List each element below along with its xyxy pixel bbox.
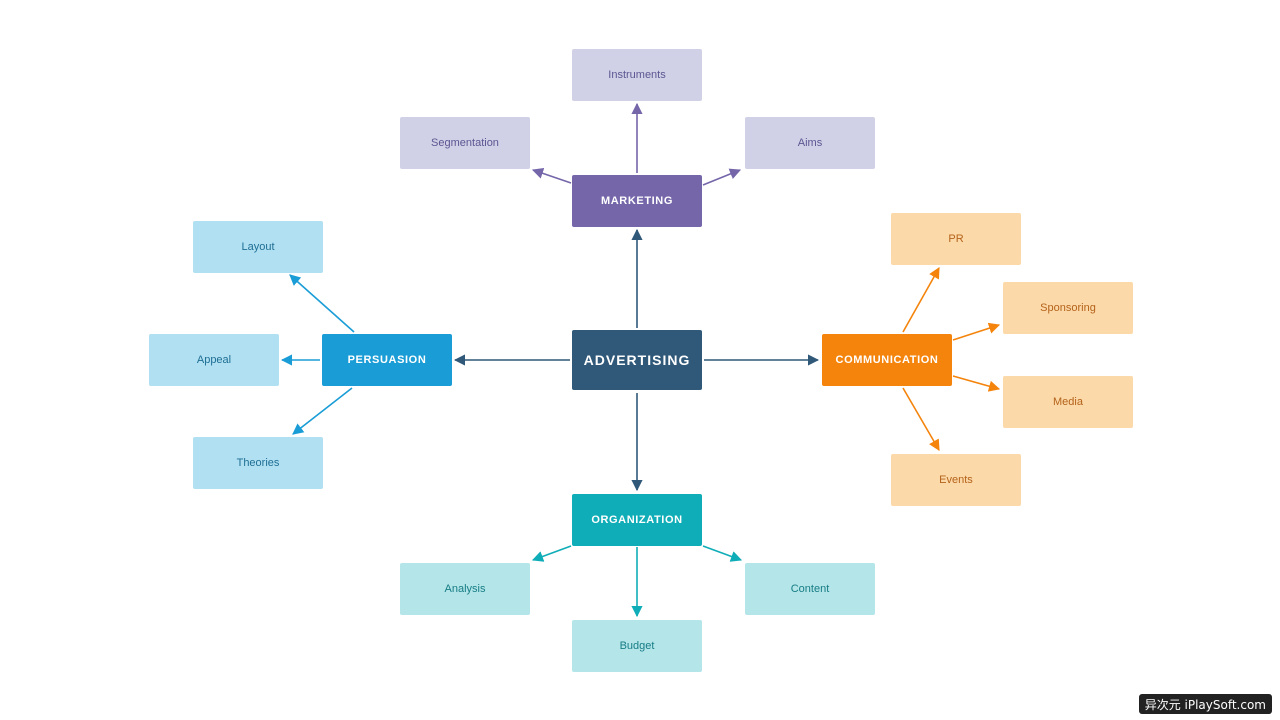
node-advertising[interactable]: ADVERTISING	[572, 330, 702, 390]
node-persuasion[interactable]: PERSUASION	[322, 334, 452, 386]
node-layout[interactable]: Layout	[193, 221, 323, 273]
node-events[interactable]: Events	[891, 454, 1021, 506]
node-content[interactable]: Content	[745, 563, 875, 615]
link-communication-events	[902, 387, 940, 451]
node-analysis[interactable]: Analysis	[400, 563, 530, 615]
node-organization[interactable]: ORGANIZATION	[572, 494, 702, 546]
node-instruments[interactable]: Instruments	[572, 49, 702, 101]
node-appeal[interactable]: Appeal	[149, 334, 279, 386]
link-persuasion-layout	[289, 274, 355, 333]
node-theories[interactable]: Theories	[193, 437, 323, 489]
link-organization-analysis	[531, 545, 572, 562]
link-communication-media	[952, 375, 1001, 392]
link-marketing-segmentation	[531, 167, 572, 184]
node-aims[interactable]: Aims	[745, 117, 875, 169]
node-segmentation[interactable]: Segmentation	[400, 117, 530, 169]
link-communication-sponsoring	[952, 322, 1001, 341]
watermark: 异次元 iPlaySoft.com	[1138, 694, 1272, 714]
node-media[interactable]: Media	[1003, 376, 1133, 428]
link-organization-content	[702, 545, 743, 562]
node-communication[interactable]: COMMUNICATION	[822, 334, 952, 386]
link-marketing-aims	[702, 168, 742, 186]
node-marketing[interactable]: MARKETING	[572, 175, 702, 227]
node-pr[interactable]: PR	[891, 213, 1021, 265]
node-budget[interactable]: Budget	[572, 620, 702, 672]
link-communication-pr	[902, 267, 940, 333]
node-sponsoring[interactable]: Sponsoring	[1003, 282, 1133, 334]
link-persuasion-theories	[292, 387, 353, 435]
